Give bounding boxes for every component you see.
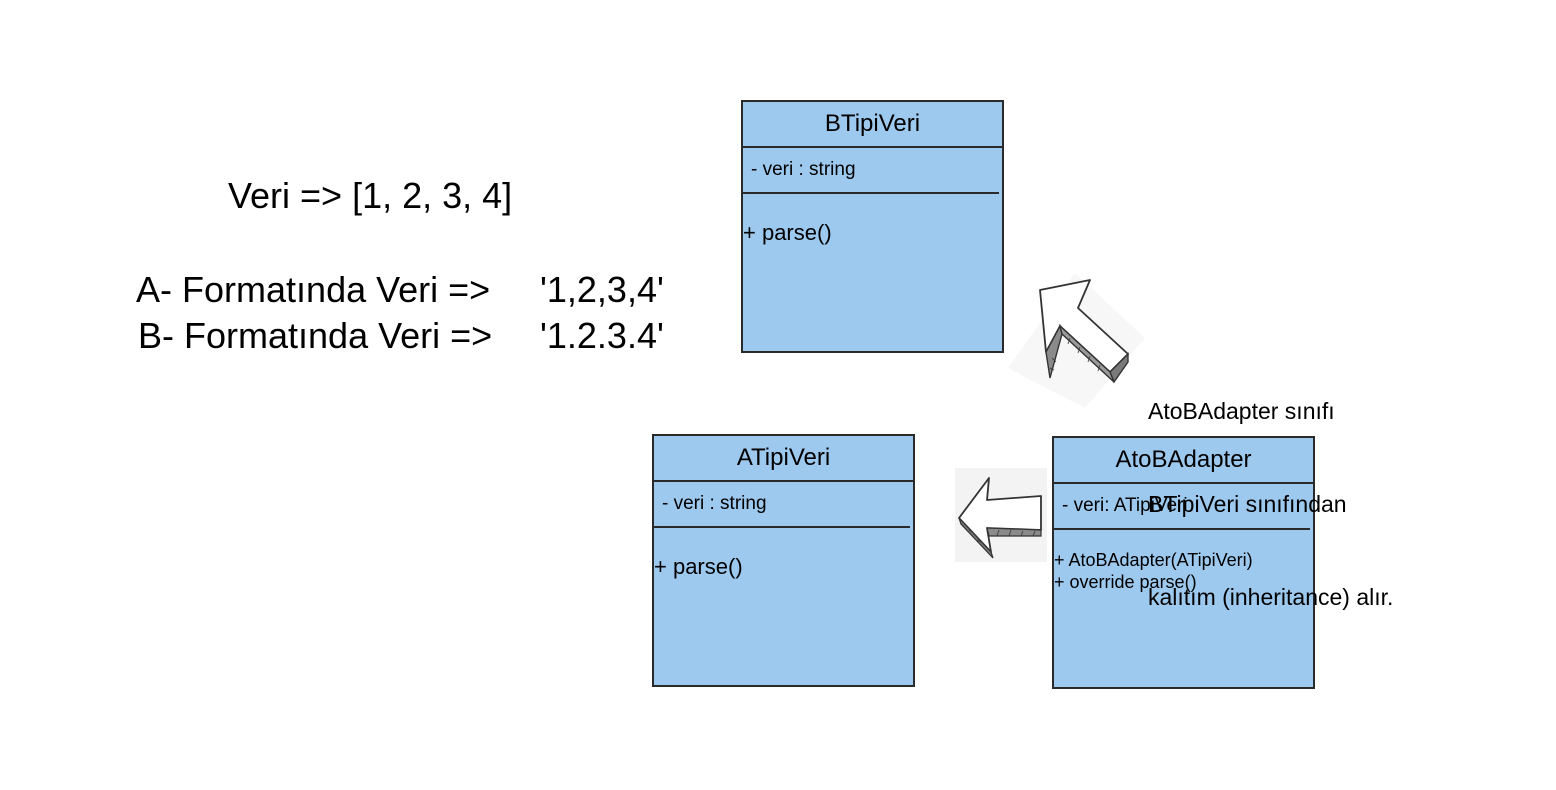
note-line: BTipiVeri sınıfından [1148,491,1347,517]
class-attribute: - veri: ATipiVeri [1054,484,1310,530]
class-box-atipiveri: ATipiVeri - veri : string + parse() [652,434,915,687]
note-line: AtoBAdapter sınıfı [1148,398,1335,424]
inheritance-note: AtoBAdapter sınıfı BTipiVeri sınıfından … [1148,334,1393,644]
format-b-line: B- Formatında Veri => '1.2.3.4' [118,282,664,356]
format-a-value: '1,2,3,4' [540,269,664,310]
data-example-line: Veri => [1, 2, 3, 4] [228,175,513,216]
hand-drawn-arrow-up-left-icon [1000,268,1150,408]
class-attribute: - veri : string [743,148,999,194]
class-title: AtoBAdapter [1054,438,1313,484]
class-method: + parse() [743,220,832,245]
class-attribute: - veri : string [654,482,910,528]
format-a-label: A- Formatında Veri => [136,269,491,310]
class-title: ATipiVeri [654,436,913,482]
note-line: kalıtım (inheritance) alır. [1148,584,1394,610]
class-methods: + AtoBAdapter(ATipiVeri) + override pars… [1054,530,1313,593]
format-b-label: B- Formatında Veri => [138,315,493,356]
class-title: BTipiVeri [743,102,1002,148]
class-method: + override parse() [1054,571,1197,592]
format-a-line: A- Formatında Veri => '1,2,3,4' [118,236,664,310]
hand-drawn-arrow-left-icon [955,468,1047,562]
class-method: + AtoBAdapter(ATipiVeri) [1054,550,1253,570]
class-method: + parse() [654,554,743,579]
class-methods: + parse() [654,528,913,580]
format-b-value: '1.2.3.4' [540,315,664,356]
class-methods: + parse() [743,194,1002,246]
class-box-atobadapter: AtoBAdapter - veri: ATipiVeri + AtoBAdap… [1052,436,1315,689]
class-box-btipiveri: BTipiVeri - veri : string + parse() [741,100,1004,353]
